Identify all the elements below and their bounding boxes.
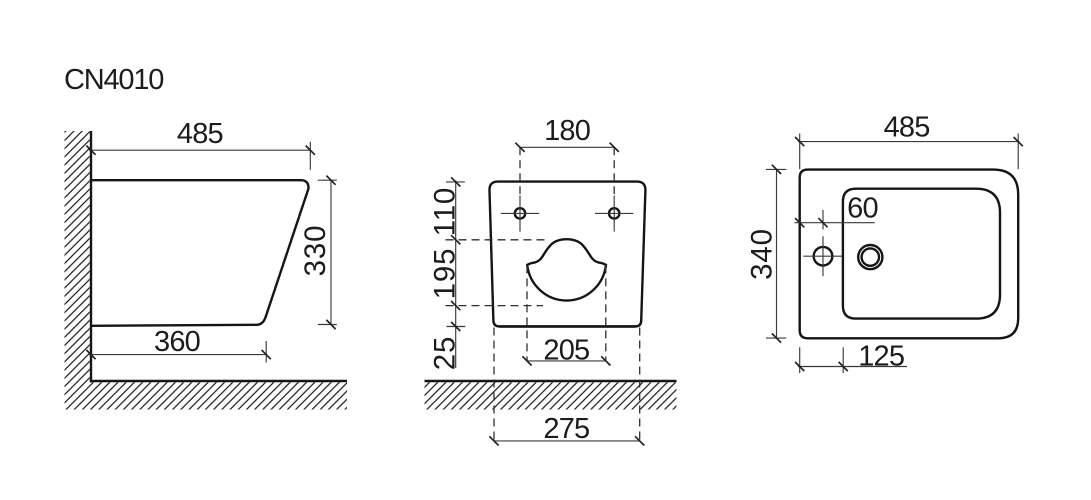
svg-text:110: 110 [428,187,461,236]
svg-text:25: 25 [429,336,462,370]
svg-text:180: 180 [544,115,590,147]
svg-text:340: 340 [746,228,779,280]
svg-text:360: 360 [154,326,200,358]
svg-text:330: 330 [299,225,332,277]
svg-text:275: 275 [543,413,589,445]
svg-text:485: 485 [177,118,223,150]
svg-text:195: 195 [428,248,461,300]
svg-text:CN4010: CN4010 [64,64,163,96]
svg-text:485: 485 [884,111,930,143]
svg-text:205: 205 [543,335,589,367]
svg-text:60: 60 [847,192,878,224]
svg-text:125: 125 [858,340,904,372]
